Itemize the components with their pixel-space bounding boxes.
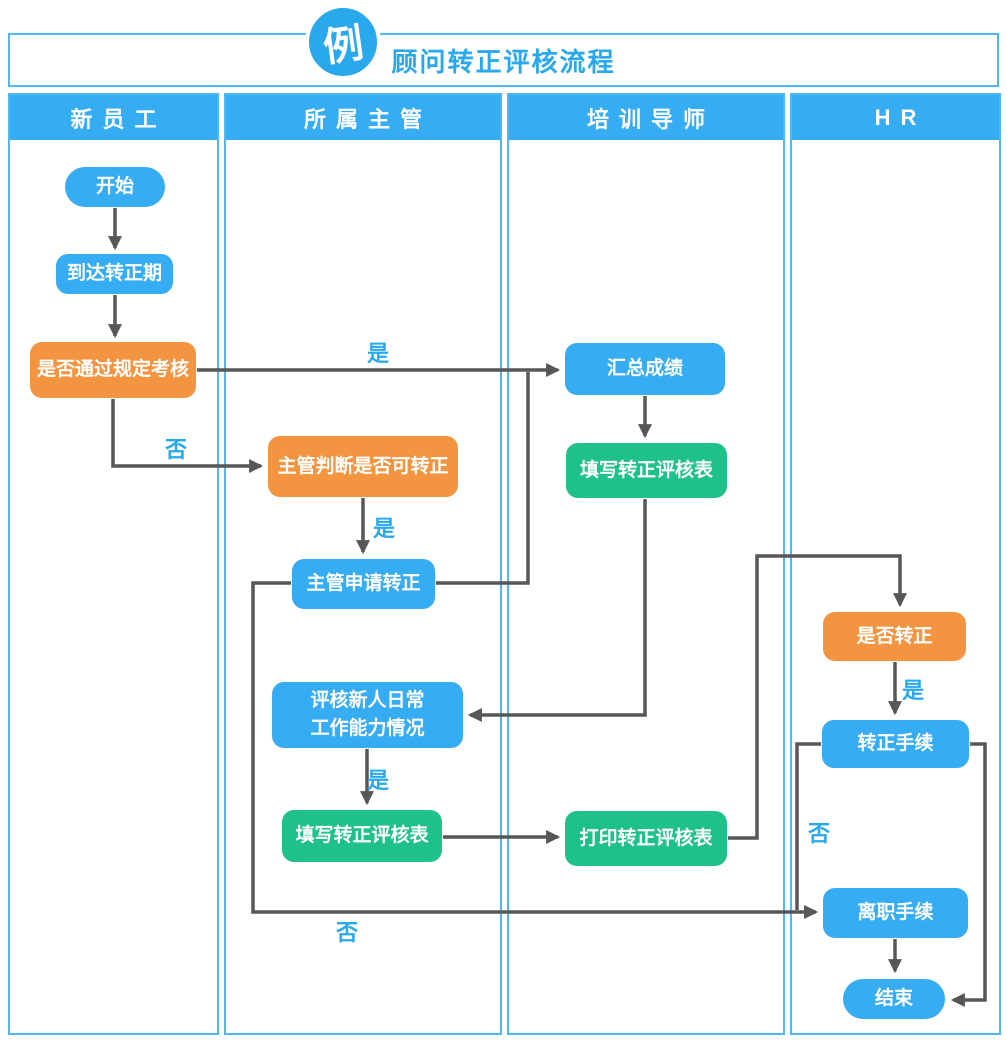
judge-yes-to-apply-label: 是 (372, 516, 396, 541)
example-badge: 例 (305, 4, 381, 80)
apply-to-summarize-merge-connector (436, 372, 530, 585)
print-to-confirm-connector (728, 554, 907, 840)
print-form-node: 打印转正评核表 (565, 811, 727, 866)
lane-header-supervisor: 所属主管 (226, 95, 500, 140)
apply-no-to-leave-label: 否 (335, 920, 359, 945)
lane-header-mentor: 培训导师 (509, 95, 783, 140)
exam-yes-to-summarize-label: 是 (366, 341, 390, 366)
regular-no-branch-connector (795, 742, 821, 910)
start-node: 开始 (65, 167, 165, 207)
confirm-yes-to-regular-label: 是 (901, 678, 925, 703)
supervisor-apply-node: 主管申请转正 (292, 559, 435, 609)
assess-daily-node: 评核新人日常 工作能力情况 (272, 682, 463, 748)
confirm-regular-node: 是否转正 (823, 612, 966, 661)
page-title: 顾问转正评核流程 (391, 46, 616, 77)
end-node: 结束 (843, 979, 945, 1019)
fill-form-supervisor-node: 填写转正评核表 (282, 810, 442, 862)
regular-no-branch-label: 否 (807, 821, 831, 846)
leave-procedure-node: 离职手续 (823, 888, 968, 938)
summarize-score-node: 汇总成绩 (565, 343, 725, 395)
lane-header-new-employee: 新员工 (10, 95, 217, 140)
exam-no-to-judge-connector (111, 399, 264, 473)
apply-no-to-leave-connector (251, 581, 819, 919)
exam-no-to-judge-label: 否 (164, 437, 188, 462)
fill-mentor-to-assess-connector (467, 499, 647, 722)
pass-exam-node: 是否通过规定考核 (30, 342, 196, 398)
lane-hr: HR (790, 93, 1001, 1035)
flowchart-title-box: 顾问转正评核流程 (8, 33, 999, 87)
regular-procedure-node: 转正手续 (822, 720, 969, 768)
assess-yes-to-fill-sup-label: 是 (366, 768, 390, 793)
supervisor-judge-node: 主管判断是否可转正 (268, 436, 458, 497)
lane-new-employee: 新员工 (8, 93, 219, 1035)
regular-to-end-connector (950, 742, 987, 1007)
lane-header-hr: HR (792, 95, 999, 140)
fill-form-mentor-node: 填写转正评核表 (566, 443, 727, 498)
reach-period-node: 到达转正期 (56, 254, 173, 294)
